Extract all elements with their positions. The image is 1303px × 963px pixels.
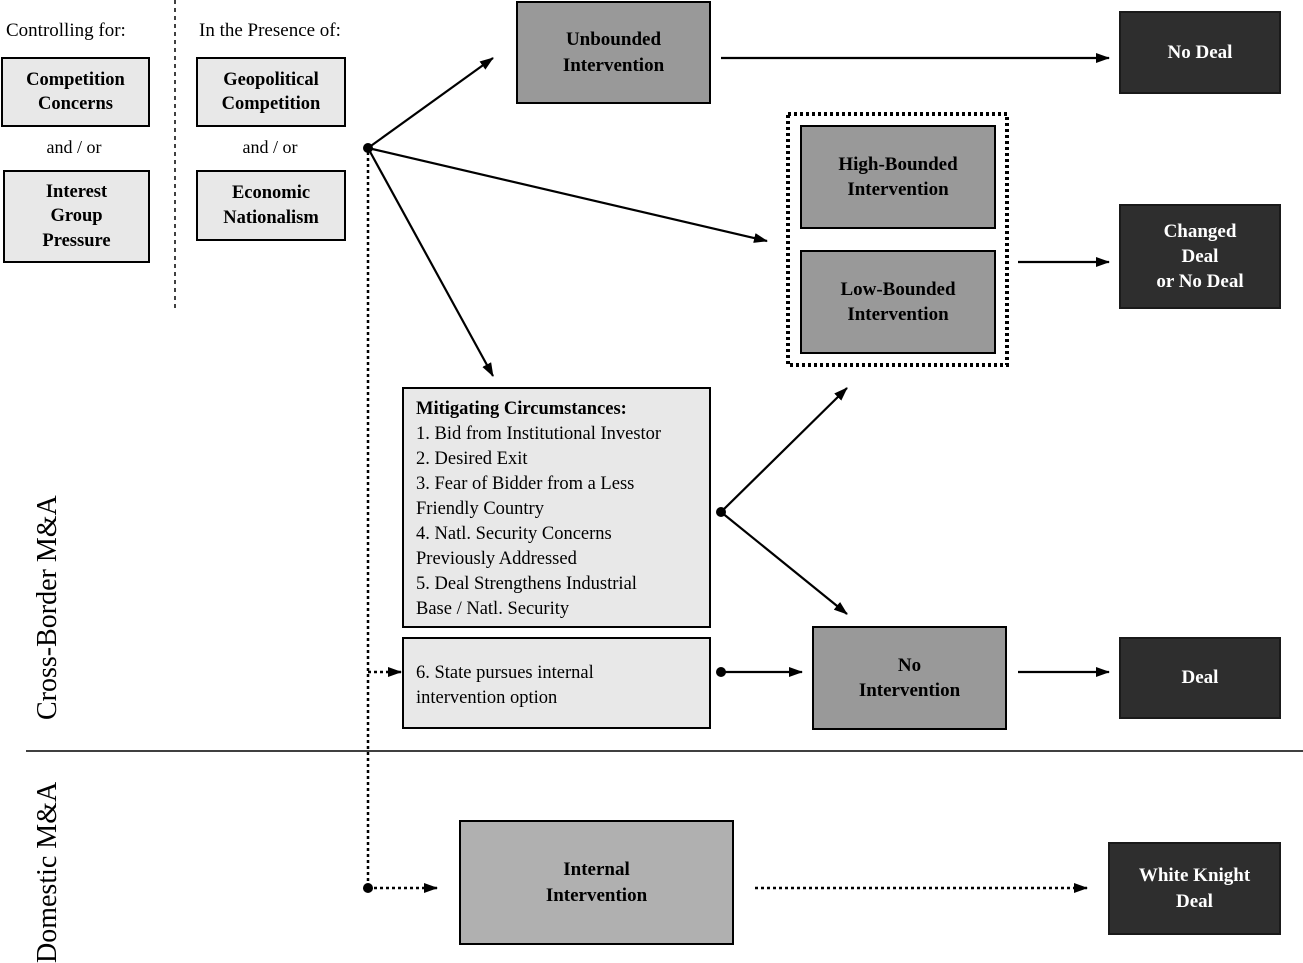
low-bounded-intervention-label: Low-Bounded Intervention bbox=[840, 278, 956, 325]
geopolitical-box: Geopolitical Competition bbox=[196, 57, 346, 127]
mitigating-title: Mitigating Circumstances: bbox=[416, 399, 627, 419]
low-bounded-intervention-box: Low-Bounded Intervention bbox=[800, 250, 996, 354]
geopolitical-label: Geopolitical Competition bbox=[221, 69, 321, 114]
and-or-label-2: and / or bbox=[242, 137, 298, 157]
interest-group-box: Interest Group Pressure bbox=[3, 170, 150, 263]
economic-nationalism-box: Economic Nationalism bbox=[196, 170, 346, 241]
unbounded-intervention-label: Unbounded Intervention bbox=[562, 29, 665, 76]
arrow-mitigating-to-nointervention bbox=[720, 511, 848, 615]
white-knight-deal-label: White Knight Deal bbox=[1138, 865, 1251, 912]
mitigating-circumstances-box: Mitigating Circumstances: 1. Bid from In… bbox=[402, 387, 711, 628]
economic-nationalism-label: Economic Nationalism bbox=[223, 183, 319, 228]
mitigating-item-1: 1. Bid from Institutional Investor bbox=[416, 424, 662, 444]
and-or-label-1: and / or bbox=[46, 137, 102, 157]
deal-box: Deal bbox=[1119, 637, 1281, 719]
internal-intervention-box: Internal Intervention bbox=[459, 820, 734, 945]
interest-group-label: Interest Group Pressure bbox=[42, 181, 111, 251]
high-bounded-intervention-box: High-Bounded Intervention bbox=[800, 125, 996, 229]
controlling-header: Controlling for: bbox=[6, 20, 126, 41]
state-option-label: 6. State pursues internal intervention o… bbox=[416, 663, 594, 708]
changed-deal-label: Changed Deal or No Deal bbox=[1156, 220, 1244, 293]
unbounded-intervention-box: Unbounded Intervention bbox=[516, 1, 711, 104]
mitigating-item-4: 4. Natl. Security Concerns Previously Ad… bbox=[416, 524, 612, 569]
no-intervention-label: No Intervention bbox=[858, 654, 961, 701]
no-deal-box: No Deal bbox=[1119, 11, 1281, 94]
high-bounded-intervention-label: High-Bounded Intervention bbox=[838, 153, 958, 200]
bounded-group-frame bbox=[786, 112, 1009, 367]
arrow-to-unbounded bbox=[367, 57, 494, 149]
changed-deal-box: Changed Deal or No Deal bbox=[1119, 204, 1281, 309]
white-knight-deal-box: White Knight Deal bbox=[1108, 842, 1281, 935]
competition-concerns-label: Competition Concerns bbox=[26, 69, 125, 114]
internal-intervention-label: Internal Intervention bbox=[545, 859, 648, 906]
domestic-label: Domestic M&A bbox=[32, 781, 63, 963]
arrow-mitigating-to-bounded bbox=[720, 387, 848, 513]
arrow-to-bounded bbox=[367, 146, 768, 243]
competition-concerns-box: Competition Concerns bbox=[1, 57, 150, 127]
cross-border-label: Cross-Border M&A bbox=[32, 495, 63, 720]
state-option-box: 6. State pursues internal intervention o… bbox=[402, 637, 711, 729]
mitigating-item-3: 3. Fear of Bidder from a Less Friendly C… bbox=[416, 474, 635, 519]
no-intervention-box: No Intervention bbox=[812, 626, 1007, 730]
deal-label: Deal bbox=[1181, 667, 1219, 689]
no-deal-label: No Deal bbox=[1167, 41, 1233, 63]
presence-header: In the Presence of: bbox=[199, 20, 341, 41]
mitigating-item-2: 2. Desired Exit bbox=[416, 449, 528, 469]
mitigating-item-5: 5. Deal Strengthens Industrial Base / Na… bbox=[416, 574, 637, 619]
arrow-to-mitigating bbox=[367, 147, 494, 377]
